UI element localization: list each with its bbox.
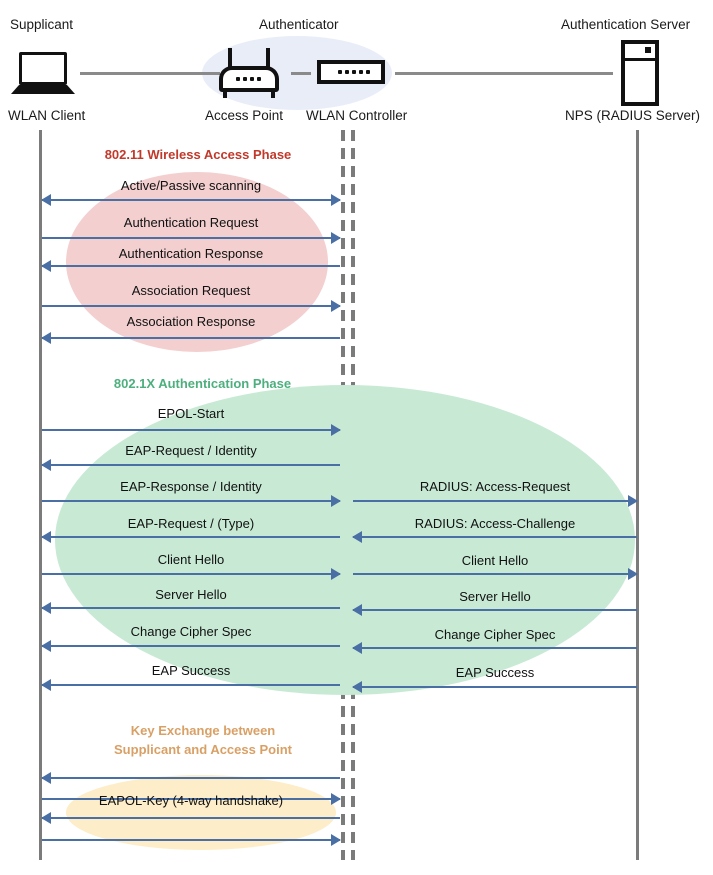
device-label-access-point: Access Point <box>205 108 284 123</box>
message-label-change-cipher-spec-left: Change Cipher Spec <box>130 624 252 639</box>
message-label-association-request: Association Request <box>131 283 251 298</box>
message-label-eap-success-right: EAP Success <box>455 665 535 680</box>
message-label-authentication-request: Authentication Request <box>123 215 259 230</box>
arrow-radius-access-challenge <box>352 530 637 544</box>
server-icon <box>621 40 659 106</box>
arrow-eapol-key-2 <box>42 792 341 806</box>
message-label-active-passive-scanning: Active/Passive scanning <box>120 178 262 193</box>
arrow-server-hello-right <box>352 603 637 617</box>
laptop-icon <box>11 52 83 94</box>
arrow-eapol-key-1 <box>41 771 340 785</box>
role-label-authentication-server: Authentication Server <box>561 17 691 32</box>
message-label-radius-access-challenge: RADIUS: Access-Challenge <box>414 516 576 531</box>
phase-blob-wireless-access <box>66 172 328 352</box>
arrow-eapol-key-3 <box>41 811 340 825</box>
role-label-supplicant: Supplicant <box>10 17 74 32</box>
arrow-eap-request-identity <box>41 458 340 472</box>
phase-blob-dot1x-auth <box>55 385 635 695</box>
arrow-client-hello-left <box>42 567 341 581</box>
wlan-controller-icon <box>317 60 385 84</box>
link-controller-to-server <box>395 72 613 75</box>
arrow-epol-start <box>42 423 341 437</box>
arrow-association-response <box>41 331 340 345</box>
arrow-eap-success-left <box>41 678 340 692</box>
message-label-authentication-response: Authentication Response <box>118 246 264 261</box>
message-label-association-response: Association Response <box>126 314 256 329</box>
arrow-change-cipher-spec-right <box>352 641 637 655</box>
arrow-authentication-request <box>42 231 341 245</box>
phase-title-key-exchange: Key Exchange between Supplicant and Acce… <box>88 721 318 759</box>
message-label-eap-request-type: EAP-Request / (Type) <box>127 516 255 531</box>
device-label-wlan-controller: WLAN Controller <box>306 108 408 123</box>
message-label-change-cipher-spec-right: Change Cipher Spec <box>434 627 556 642</box>
lifeline-supplicant <box>39 130 42 860</box>
message-label-server-hello-right: Server Hello <box>459 589 531 604</box>
link-client-to-ap <box>80 72 220 75</box>
arrow-client-hello-right <box>353 567 638 581</box>
arrow-association-request <box>42 299 341 313</box>
device-label-wlan-client: WLAN Client <box>8 108 86 123</box>
access-point-icon <box>219 48 279 98</box>
message-label-eap-response-identity: EAP-Response / Identity <box>120 479 262 494</box>
arrow-server-hello-left <box>41 601 340 615</box>
phase-title-key-exchange-line2: Supplicant and Access Point <box>114 742 292 757</box>
arrow-active-passive-scanning <box>41 193 341 207</box>
phase-blob-key-exchange <box>66 775 336 850</box>
arrow-radius-access-request <box>353 494 638 508</box>
phase-title-dot1x-auth: 802.1X Authentication Phase <box>113 376 292 391</box>
message-label-eapol-key-handshake: EAPOL-Key (4-way handshake) <box>98 793 284 808</box>
arrow-eap-request-type <box>41 530 340 544</box>
arrow-change-cipher-spec-left <box>41 639 340 653</box>
arrow-eap-success-right <box>352 680 637 694</box>
message-label-server-hello-left: Server Hello <box>155 587 227 602</box>
link-ap-to-controller <box>291 72 311 75</box>
message-label-eap-request-identity: EAP-Request / Identity <box>125 443 257 458</box>
message-label-client-hello-right: Client Hello <box>461 553 529 568</box>
phase-title-wireless-access: 802.11 Wireless Access Phase <box>104 147 292 162</box>
message-label-radius-access-request: RADIUS: Access-Request <box>419 479 571 494</box>
arrow-authentication-response <box>41 259 340 273</box>
role-label-authenticator: Authenticator <box>259 17 339 32</box>
arrow-eapol-key-4 <box>42 833 341 847</box>
phase-title-key-exchange-line1: Key Exchange between <box>130 723 276 738</box>
device-label-nps-radius-server: NPS (RADIUS Server) <box>565 108 701 123</box>
message-label-epol-start: EPOL-Start <box>157 406 225 421</box>
message-label-eap-success-left: EAP Success <box>151 663 231 678</box>
message-label-client-hello-left: Client Hello <box>157 552 225 567</box>
arrow-eap-response-identity <box>42 494 341 508</box>
